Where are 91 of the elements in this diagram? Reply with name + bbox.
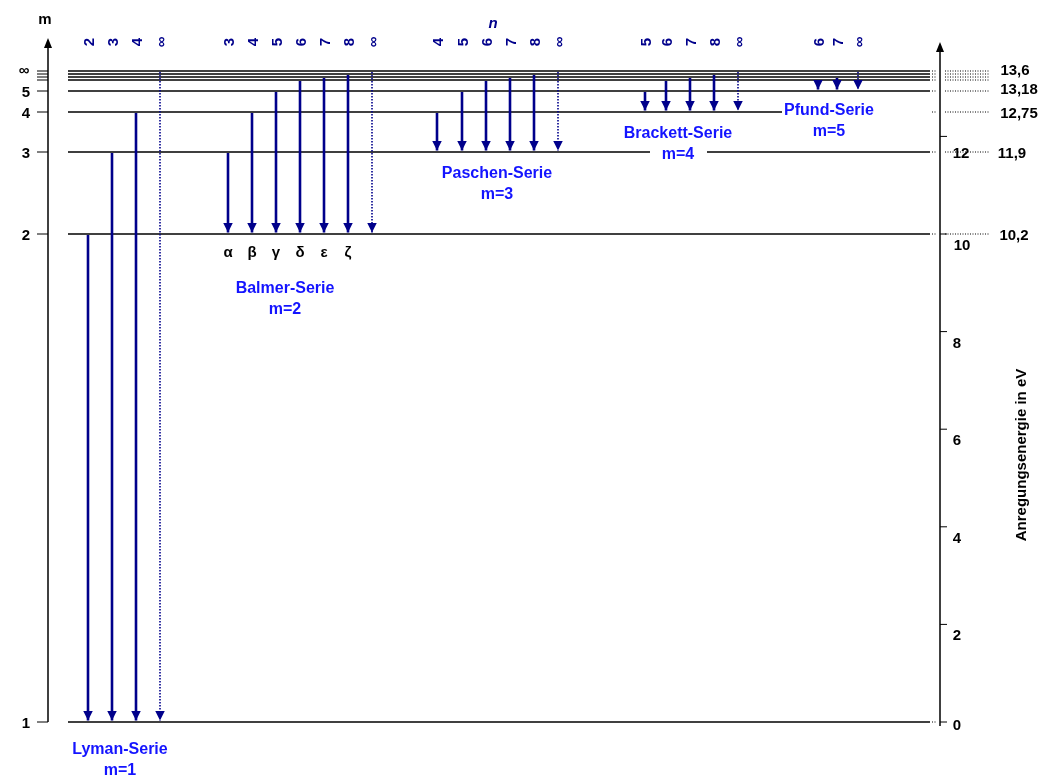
quantum-number: ∞ [549,36,567,48]
quantum-number: 8 [339,37,357,47]
energy-level-line [67,90,931,92]
series-label: Lyman-Serie m=1 [71,739,169,778]
transition-arrow [529,75,539,151]
quantum-number: 5 [267,37,285,47]
energy-level-line [67,79,931,81]
quantum-number: 2 [79,37,97,47]
quantum-number: 3 [219,37,237,47]
energy-level-line [67,111,783,113]
quantum-number: 8 [525,37,543,47]
quantum-number: 7 [681,37,699,47]
energy-level-line [67,70,931,72]
transition-arrow [295,81,305,233]
quantum-number: 7 [501,37,519,47]
quantum-number: 6 [291,37,309,47]
quantum-number: 4 [428,37,446,47]
quantum-number: ∞ [363,36,381,48]
quantum-number: 8 [705,37,723,47]
transition-arrow [343,75,353,233]
series-label: Brackett-Serie m=4 [622,123,734,164]
transition-arrow [107,153,117,721]
quantum-number: 7 [828,37,846,47]
quantum-number: 5 [453,37,471,47]
quantum-number: 6 [657,37,675,47]
tick-label: 8 [952,333,962,351]
quantum-number: 5 [636,37,654,47]
energy-level-line [67,76,931,78]
dotted-transition-arrow [155,71,165,722]
energy-level-line [67,151,931,153]
quantum-number: ∞ [729,36,747,48]
energy-value: 10,2 [999,225,1029,243]
quantum-number: 4 [127,37,145,47]
tick-label: 4 [21,103,31,121]
line-symbol: ζ [344,242,352,260]
transition-arrow [481,81,491,151]
quantum-number: ∞ [849,36,867,48]
energy-level-line [67,233,931,235]
transition-arrow [832,78,842,90]
series-label: Paschen-Serie m=3 [440,163,554,204]
line-symbol: ε [320,242,328,260]
tick-label: 1 [21,713,31,731]
transition-arrow [432,113,442,151]
energy-value: 13,18 [1000,79,1038,97]
line-symbol: δ [295,242,305,260]
dotted-transition-arrow [367,71,377,234]
energy-value: 12,75 [1000,103,1038,121]
dotted-transition-arrow [553,71,563,152]
tick-label: 2 [952,625,962,643]
line-symbol: β [247,242,257,260]
transition-arrow [247,113,257,233]
transition-arrow [505,78,515,151]
tick-label: 3 [21,143,31,161]
tick-label: 10 [953,235,971,253]
quantum-number: 6 [809,37,827,47]
transition-arrow [661,81,671,111]
transition-arrow [223,153,233,233]
energy-level-line [67,73,931,75]
series-label: Balmer-Serie m=2 [234,278,336,319]
transition-arrow [271,92,281,233]
line-symbol: α [223,242,233,260]
transition-arrow [640,92,650,111]
transition-arrow [457,92,467,151]
axis-label: m [38,9,52,27]
axis-label: n [488,13,498,31]
transition-arrow [709,75,719,111]
tick-label: 5 [21,82,31,100]
quantum-number: 6 [477,37,495,47]
energy-level-line [67,721,931,723]
quantum-number: 7 [315,37,333,47]
axis-title: Anregungsenergie in eV [1011,368,1029,542]
tick-label: 6 [952,430,962,448]
dotted-transition-arrow [853,71,863,91]
transition-arrow [319,78,329,233]
tick-label: 4 [952,528,962,546]
transition-arrow [685,78,695,111]
series-label: Pfund-Serie m=5 [783,100,875,141]
energy-value: 13,6 [1000,60,1030,78]
tick-label: 2 [21,225,31,243]
transition-arrow [813,79,823,90]
tick-label: ∞ [18,60,30,78]
quantum-number: 4 [243,37,261,47]
energy-value: 11,9 [997,143,1027,161]
quantum-number: 3 [103,37,121,47]
tick-label: 12 [952,143,970,161]
transition-arrow [83,235,93,721]
quantum-number: ∞ [151,36,169,48]
dotted-transition-arrow [733,71,743,112]
transition-arrow [131,113,141,721]
line-symbol: γ [271,242,281,260]
tick-label: 0 [952,715,962,733]
